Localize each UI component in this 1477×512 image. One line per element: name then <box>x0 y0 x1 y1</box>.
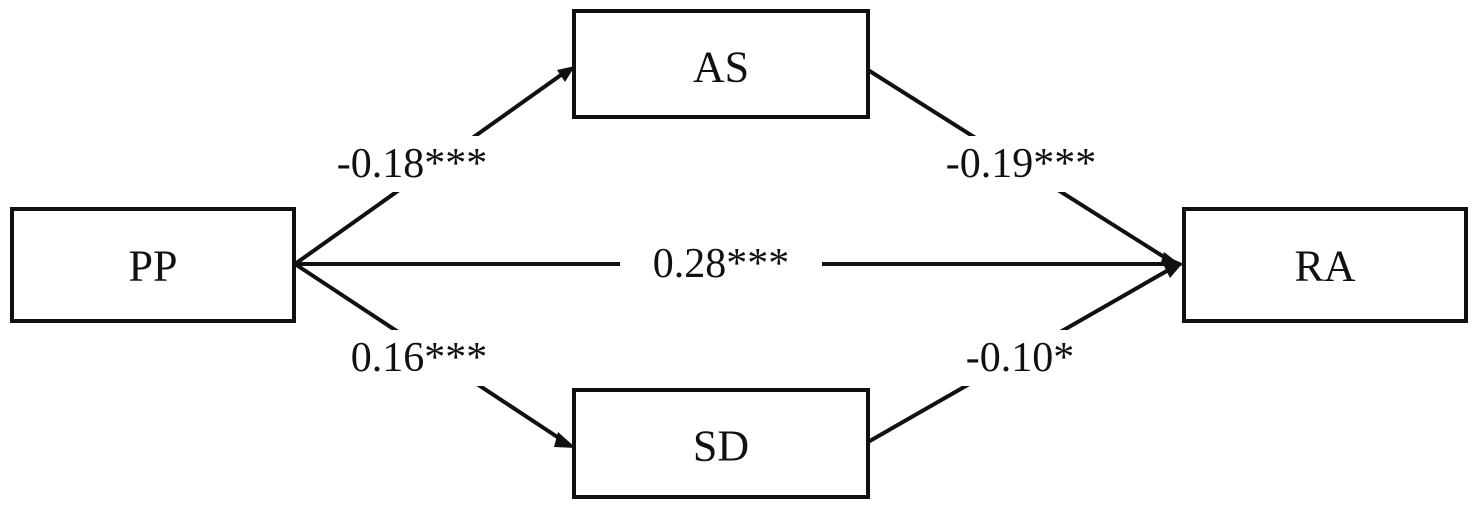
node-ra-label: RA <box>1294 242 1355 291</box>
coef-pp-sd: 0.16*** <box>336 330 502 386</box>
coef-pp-ra: 0.28*** <box>620 236 822 292</box>
node-pp-label: PP <box>129 242 178 291</box>
node-sd-label: SD <box>693 422 749 471</box>
coef-as-ra: -0.19*** <box>930 136 1112 192</box>
coef-pp-sd-text: 0.16*** <box>351 335 488 381</box>
node-sd: SD <box>572 388 870 499</box>
coef-as-ra-text: -0.19*** <box>946 141 1097 187</box>
coef-sd-ra-text: -0.10* <box>966 335 1075 381</box>
node-as-label: AS <box>693 43 749 92</box>
path-sd-ra-arrow <box>1164 264 1182 278</box>
coef-sd-ra: -0.10* <box>944 330 1096 386</box>
node-pp: PP <box>10 207 296 323</box>
node-as: AS <box>572 9 870 119</box>
coef-pp-as: -0.18*** <box>322 136 502 192</box>
coef-pp-as-text: -0.18*** <box>337 141 488 187</box>
path-pp-sd-arrow <box>554 432 576 448</box>
node-ra: RA <box>1182 207 1468 323</box>
coef-pp-ra-text: 0.28*** <box>653 241 790 287</box>
path-pp-as-arrow <box>557 66 575 82</box>
